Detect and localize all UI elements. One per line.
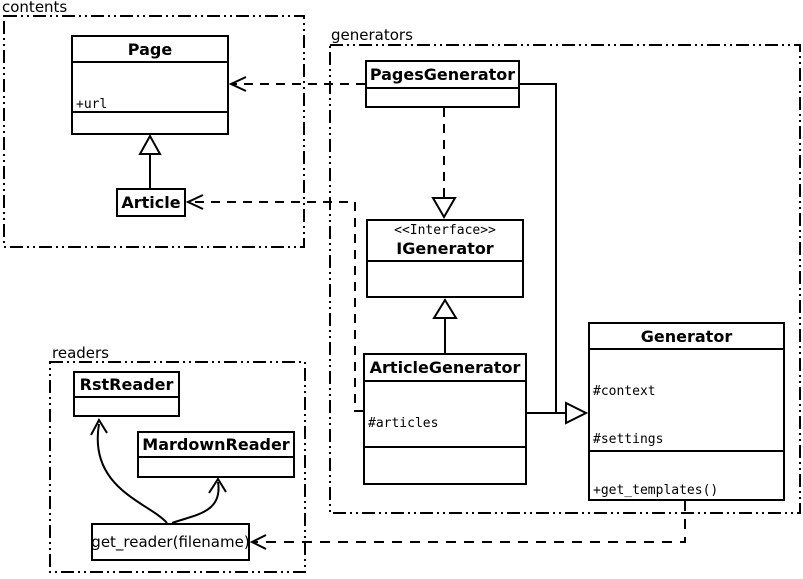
class-box-mardown-reader: MardownReader +read(): [137, 431, 295, 478]
uml-method: +generate_context(): [371, 295, 520, 296]
class-attributes-pages-generator: #pages: [367, 87, 518, 106]
class-title-generator: Generator: [640, 326, 733, 346]
class-title-igenerator: <<Interface>> IGenerator: [368, 221, 522, 260]
edge-pagesgenerator-implements-igenerator: [431, 108, 457, 219]
uml-attribute: #context: [593, 384, 656, 399]
open-arrowhead-icon: [249, 534, 267, 550]
edge-articlegenerator-uses-article: [185, 194, 363, 412]
class-methods-article-generator: +generate_feeds() +generate_pages(): [365, 446, 525, 483]
function-box-get-reader: get_reader(filename): [91, 523, 250, 561]
edge-articlegenerator-implements-igenerator: [432, 298, 458, 353]
class-box-pages-generator: PagesGenerator #pages: [365, 60, 520, 108]
class-methods-page: +check_properties(): [73, 111, 227, 133]
class-title-article: Article: [121, 193, 181, 212]
class-methods-mardown-reader: +read(): [139, 456, 293, 476]
package-label-generators: generators: [331, 26, 413, 44]
edge-generator-uses-getreader: [249, 501, 686, 550]
class-box-igenerator: <<Interface>> IGenerator +generate_conte…: [366, 219, 524, 298]
open-arrowhead-icon: [208, 477, 227, 494]
hollow-triangle-arrowhead-icon: [565, 401, 589, 425]
hollow-triangle-arrowhead-icon: [432, 298, 458, 319]
edge-getreader-to-mardownreader: [171, 477, 227, 524]
class-stereotype-igenerator: <<Interface>>: [394, 223, 496, 238]
class-box-article-generator: ArticleGenerator #articles #dates #tags …: [363, 353, 527, 485]
hollow-triangle-arrowhead-icon: [138, 133, 162, 155]
edge-pagesgenerator-uses-page: [228, 76, 365, 92]
uml-attribute: +url: [76, 97, 108, 111]
uml-method: +generate_feeds(): [368, 482, 522, 483]
class-title-mardown-reader: MardownReader: [142, 435, 290, 454]
edge-article-extends-page: [138, 133, 162, 188]
class-methods-generator: +get_templates() +get_files(path,exclude…: [590, 450, 783, 499]
class-title-article-generator: ArticleGenerator: [369, 358, 521, 377]
class-box-rst-reader: RstReader +read(): [73, 371, 180, 417]
class-title-rst-reader: RstReader: [79, 375, 174, 394]
edge-generators-extend-generator: [520, 83, 589, 425]
package-label-contents: contents: [2, 0, 68, 16]
class-attributes-generator: #context #settings #path #theme #output_…: [590, 348, 783, 450]
class-title-pages-generator: PagesGenerator: [369, 65, 516, 84]
class-attributes-article-generator: #articles #dates #tags #categories: [365, 380, 525, 446]
class-methods-rst-reader: +read(): [75, 396, 178, 415]
class-box-page: Page +url +slug +summary +check_properti…: [71, 35, 229, 135]
open-arrowhead-icon: [228, 76, 247, 92]
class-attributes-page: +url +slug +summary: [73, 61, 227, 111]
class-title-page: Page: [127, 39, 173, 59]
open-arrowhead-icon: [185, 194, 204, 210]
class-box-generator: Generator #context #settings #path #them…: [588, 322, 785, 501]
open-arrowhead-icon: [90, 417, 108, 436]
hollow-triangle-arrowhead-icon: [431, 197, 457, 219]
class-methods-igenerator: +generate_context() +generate_output(): [368, 260, 522, 296]
uml-attribute: #articles: [368, 416, 439, 431]
class-title-text-igenerator: IGenerator: [396, 239, 494, 258]
uml-attribute: #settings: [593, 432, 664, 447]
package-label-readers: readers: [52, 344, 109, 362]
uml-method: +get_templates(): [593, 483, 719, 498]
class-box-article: Article: [116, 188, 186, 217]
